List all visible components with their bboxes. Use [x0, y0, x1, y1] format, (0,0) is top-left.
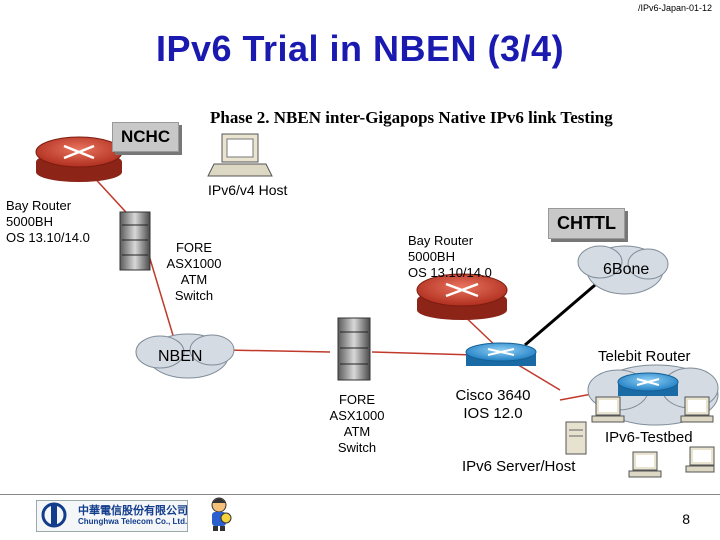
computer-icon — [207, 133, 273, 177]
page-title: IPv6 Trial in NBEN (3/4) — [155, 28, 565, 69]
label-line: OS 13.10/14.0 — [6, 230, 90, 245]
computer-icon — [680, 396, 714, 423]
label-line: ATM — [343, 424, 371, 439]
cloud-icon — [135, 333, 235, 379]
link-switch-nben — [147, 251, 176, 343]
label-line: Switch — [174, 288, 214, 303]
label-line: ATM — [180, 272, 208, 287]
chttl-label: CHTTL — [548, 208, 625, 239]
fore-top-label: FORE ASX1000 ATM Switch — [160, 240, 228, 304]
nchc-label: NCHC — [112, 122, 180, 152]
router-icon — [465, 342, 537, 366]
router-icon — [35, 136, 123, 182]
nben-label: NBEN — [158, 348, 203, 365]
computer-icon — [591, 396, 625, 423]
label-line: FORE — [338, 392, 376, 407]
company-name-en: Chunghwa Telecom Co., Ltd. — [78, 517, 188, 526]
host-label: IPv6/v4 Host — [208, 182, 288, 198]
testbed-label: IPv6-Testbed — [605, 429, 693, 446]
phase-heading: Phase 2. NBEN inter-Gigapops Native IPv6… — [210, 108, 613, 127]
fore-bottom-label: FORE ASX1000 ATM Switch — [324, 392, 390, 456]
bay-router-left-label: Bay Router 5000BH OS 13.10/14.0 — [6, 198, 90, 246]
company-name-cn: 中華電信股份有限公司 — [78, 505, 188, 517]
cloud-icon — [577, 245, 669, 295]
atm-switch-icon — [337, 317, 371, 381]
link-nben-fore — [224, 349, 331, 353]
footer-divider — [0, 494, 720, 495]
link-fore-telebit — [371, 351, 476, 356]
label-line: ASX1000 — [166, 256, 222, 271]
label-line: Bay Router — [408, 233, 474, 248]
atm-switch-icon — [119, 211, 151, 271]
server-label: IPv6 Server/Host — [462, 458, 576, 475]
label-line: Bay Router — [6, 198, 72, 213]
label-line: OS 13.10/14.0 — [408, 265, 492, 280]
label-line: FORE — [175, 240, 213, 255]
telebit-label: Telebit Router — [598, 348, 691, 365]
sixbone-label: 6Bone — [603, 261, 650, 278]
company-logo — [36, 500, 188, 532]
bay-router-right-label: Bay Router 5000BH OS 13.10/14.0 — [408, 233, 492, 281]
server-icon — [565, 421, 587, 455]
computer-icon — [685, 446, 715, 473]
label-line: IOS 12.0 — [463, 405, 523, 422]
page-number: 8 — [682, 511, 690, 527]
label-line: Cisco 3640 — [455, 387, 531, 404]
link-6bone — [524, 283, 596, 347]
mascot-icon — [211, 497, 232, 531]
slide-code: /IPv6-Japan-01-12 — [637, 3, 712, 13]
computer-icon — [628, 451, 662, 478]
label-line: 5000BH — [6, 214, 53, 229]
router-icon — [416, 273, 508, 320]
logo-mark-icon — [41, 502, 67, 528]
cisco-label: Cisco 3640 IOS 12.0 — [446, 387, 540, 423]
label-line: Switch — [337, 440, 377, 455]
label-line: ASX1000 — [329, 408, 385, 423]
router-icon — [617, 372, 679, 396]
label-line: 5000BH — [408, 249, 455, 264]
